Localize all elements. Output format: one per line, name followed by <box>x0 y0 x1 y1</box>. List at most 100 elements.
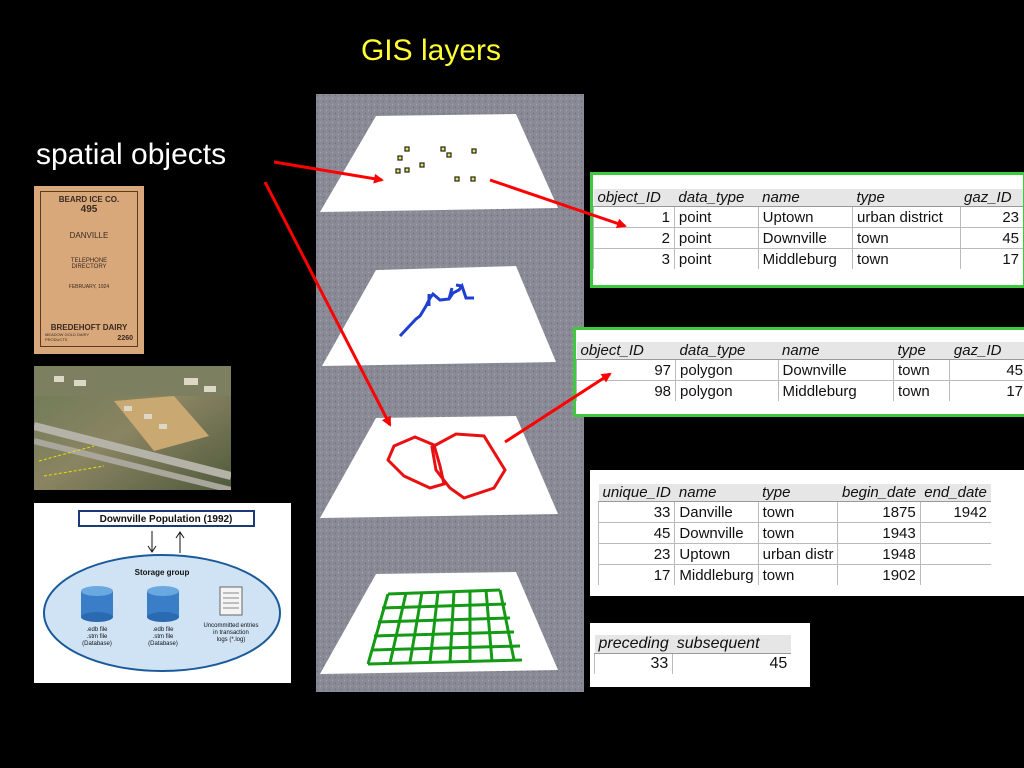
cell: 1902 <box>837 564 921 585</box>
slide-title: GIS layers <box>360 34 502 67</box>
cover-footer: BREDEHOFT DAIRY <box>50 323 128 332</box>
succession-table: preceding subsequent 33 45 <box>590 623 810 687</box>
db2-line3: (Database) <box>148 641 178 647</box>
db1-line2: .stm file <box>87 634 108 640</box>
polygons-attribute-table: object_ID data_type name type gaz_ID 97 … <box>573 327 1024 417</box>
col-header: end_date <box>920 484 991 502</box>
log-line2: in transaction <box>213 630 249 636</box>
cell: 1948 <box>837 543 921 565</box>
diagram-header: Downville Population (1992) <box>100 514 233 525</box>
directory-cover-image: BEARD ICE CO. 495 DANVILLE TELEPHONE DIR… <box>34 186 144 354</box>
cell: urban distr <box>757 543 838 565</box>
spatial-objects-label: spatial objects <box>36 138 227 171</box>
col-header: type <box>852 189 961 207</box>
cell: town <box>757 564 838 585</box>
cell: Uptown <box>674 543 759 565</box>
polygon-downville <box>386 435 446 490</box>
col-header: subsequent <box>672 635 792 654</box>
cell: 17 <box>949 380 1024 401</box>
col-header: name <box>674 484 759 502</box>
log-file-icon <box>219 586 243 616</box>
cover-city: DANVILLE <box>69 231 109 240</box>
col-header: data_type <box>675 342 779 360</box>
cell: town <box>892 380 950 401</box>
db1-line3: (Database) <box>82 641 112 647</box>
cell: 45 <box>672 653 792 674</box>
cell: 1942 <box>919 501 991 523</box>
cell: point <box>673 227 759 249</box>
col-header: begin_date <box>837 484 921 502</box>
cell <box>919 564 991 585</box>
cell: 23 <box>597 543 675 565</box>
database-icon <box>147 586 179 622</box>
col-header: name <box>778 342 894 360</box>
cell: 97 <box>576 359 676 381</box>
storage-group-diagram: Downville Population (1992) Storage grou… <box>34 503 291 683</box>
cover-number: 2260 <box>117 335 133 342</box>
cell: 23 <box>959 206 1023 228</box>
db1-line1: .edb file <box>86 627 108 633</box>
col-header: preceding <box>594 635 673 654</box>
cell: Downville <box>777 359 894 381</box>
col-header: gaz_ID <box>949 342 1024 360</box>
cell: 1875 <box>837 501 921 523</box>
log-line3: logs (*.log) <box>217 637 246 643</box>
db2-line1: .edb file <box>152 627 174 633</box>
cell: 45 <box>949 359 1024 381</box>
cell: 33 <box>593 653 673 674</box>
log-line1: Uncommitted entries <box>203 623 258 629</box>
col-header: gaz_ID <box>960 189 1023 207</box>
cell <box>919 522 991 544</box>
table-row: 1 point Uptown urban district 23 <box>593 206 1023 228</box>
table-row: 33 Danville town 1875 1942 <box>597 501 991 523</box>
cell: Danville <box>674 501 759 523</box>
point-features <box>395 146 477 182</box>
cell: 17 <box>959 248 1023 269</box>
table-row: 97 polygon Downville town 45 <box>576 359 1024 381</box>
cover-line2: 495 <box>80 204 98 215</box>
col-header: unique_ID <box>598 484 675 502</box>
col-header: object_ID <box>576 342 676 360</box>
cell: 45 <box>959 227 1023 249</box>
col-header: name <box>758 189 853 207</box>
aerial-photo <box>34 366 231 490</box>
points-attribute-table: object_ID data_type name type gaz_ID 1 p… <box>590 172 1024 288</box>
cell: 98 <box>576 380 676 401</box>
cell: Uptown <box>757 206 853 228</box>
cell: Downville <box>674 522 759 544</box>
cell: town <box>757 501 838 523</box>
cell: 2 <box>593 227 675 249</box>
cell: point <box>673 248 759 269</box>
cover-footer-sub: MEADOW GOLD DAIRY PRODUCTS <box>45 332 90 342</box>
cell: town <box>757 522 838 544</box>
cell: Downville <box>757 227 853 249</box>
cell: town <box>892 359 950 381</box>
col-header: data_type <box>674 189 759 207</box>
cell: Middleburg <box>777 380 894 401</box>
table-row: 17 Middleburg town 1902 <box>597 564 991 585</box>
cell: 45 <box>597 522 675 544</box>
cover-tele: TELEPHONE <box>70 258 108 264</box>
cell: town <box>851 248 961 269</box>
cell: point <box>673 206 759 228</box>
col-header: type <box>758 484 838 502</box>
table-row: 45 Downville town 1943 <box>597 522 991 544</box>
table-row: 33 45 <box>593 653 792 674</box>
raster-grid <box>366 588 523 666</box>
gazetteer-table: unique_ID name type begin_date end_date … <box>590 470 1024 596</box>
cell: Middleburg <box>674 564 759 585</box>
polygon-middleburg <box>430 432 507 500</box>
cell: Middleburg <box>757 248 853 269</box>
cell: 1943 <box>837 522 921 544</box>
cell: 3 <box>593 248 675 269</box>
cell: town <box>851 227 961 249</box>
db2-line2: .stm file <box>153 634 174 640</box>
database-icon <box>81 586 113 622</box>
col-header: type <box>893 342 950 360</box>
cell: 33 <box>597 501 675 523</box>
gis-layer-stack <box>316 94 584 692</box>
table-row: 3 point Middleburg town 17 <box>593 248 1023 269</box>
cell <box>919 543 991 565</box>
cell: urban district <box>851 206 961 228</box>
cover-dir: DIRECTORY <box>71 264 107 270</box>
